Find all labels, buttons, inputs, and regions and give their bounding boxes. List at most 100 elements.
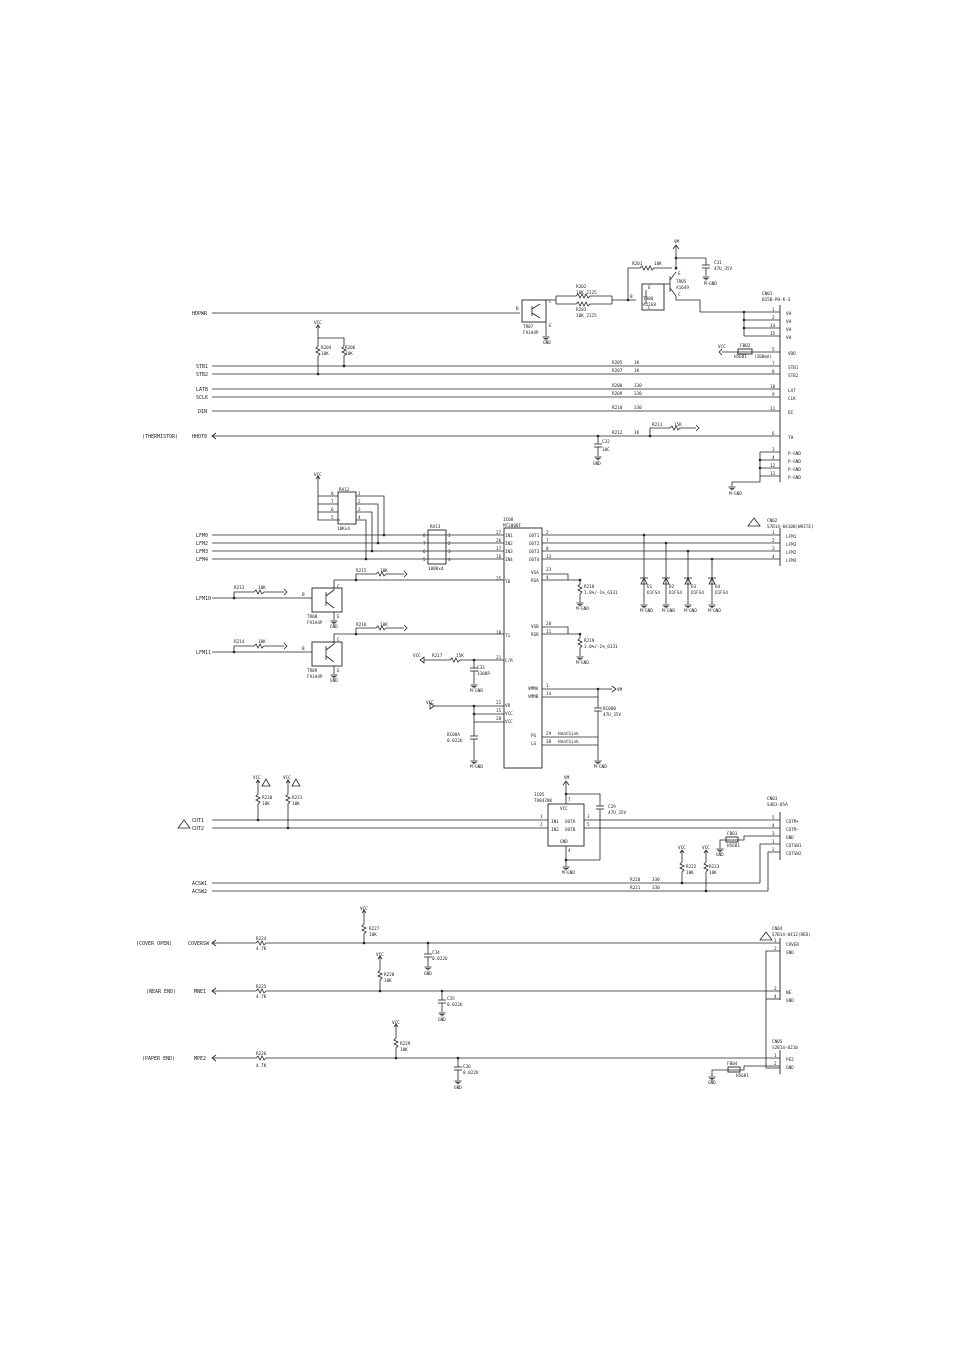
svg-text:GND: GND: [424, 971, 432, 977]
svg-text:4.7K: 4.7K: [256, 1063, 267, 1069]
svg-text:LFM3: LFM3: [786, 542, 797, 548]
svg-text:A1168: A1168: [643, 302, 656, 308]
tr06-transistor: [641, 283, 665, 311]
svg-text:2: 2: [358, 499, 361, 505]
svg-text:GND: GND: [560, 839, 568, 845]
svg-text:D3: D3: [691, 584, 697, 590]
svg-text:14: 14: [546, 691, 552, 697]
svg-text:CUT2: CUT2: [192, 826, 204, 832]
svg-text:28: 28: [496, 716, 502, 722]
svg-text:R225: R225: [256, 984, 267, 990]
svg-text:OUTA: OUTA: [565, 819, 576, 825]
svg-text:R209: R209: [612, 391, 623, 397]
svg-text:R213: R213: [234, 585, 245, 591]
head-power-section: HDPWR B TR07 FA1A4P C E GND R202 10K_212…: [142, 239, 801, 497]
svg-text:6: 6: [423, 549, 426, 555]
svg-text:RA13: RA13: [430, 524, 441, 530]
svg-text:RSB: RSB: [531, 632, 539, 638]
svg-text:C36: C36: [463, 1064, 471, 1070]
svg-text:(NEAR END): (NEAR END): [146, 989, 176, 995]
svg-text:21: 21: [496, 655, 502, 661]
svg-text:CUT1: CUT1: [192, 818, 204, 824]
svg-text:LFM1: LFM1: [786, 534, 797, 540]
svg-text:8: 8: [331, 491, 334, 497]
svg-text:VH: VH: [786, 311, 792, 317]
svg-text:VCC: VCC: [376, 952, 384, 958]
svg-text:2: 2: [540, 822, 543, 828]
svg-text:R215: R215: [356, 568, 367, 574]
svg-text:VCC: VCC: [314, 320, 322, 326]
svg-text:4.7K: 4.7K: [256, 994, 267, 1000]
svg-text:20: 20: [546, 621, 552, 627]
svg-text:D1FS4: D1FS4: [669, 590, 682, 596]
svg-text:C: C: [337, 637, 340, 643]
svg-text:R204: R204: [321, 345, 332, 351]
svg-text:CN05: CN05: [772, 1039, 783, 1045]
svg-text:R222: R222: [686, 864, 697, 870]
svg-text:P-GND: P-GND: [788, 451, 801, 457]
tr07-transistor: [521, 299, 547, 323]
svg-text:4: 4: [448, 557, 451, 563]
protection-diodes: D1 D1FS4 D2 D1FS4 D3 D1FS4 D4 D1FS4 M-GN…: [640, 533, 728, 614]
svg-text:25: 25: [496, 576, 502, 582]
svg-text:OUTB: OUTB: [565, 827, 576, 833]
svg-text:NE: NE: [786, 990, 792, 996]
svg-text:LFM2: LFM2: [786, 550, 797, 556]
svg-text:C29: C29: [608, 804, 616, 810]
svg-text:COVERSW: COVERSW: [188, 941, 210, 947]
svg-text:LFM3: LFM3: [196, 549, 208, 555]
svg-text:GND: GND: [786, 1065, 794, 1071]
svg-text:R208: R208: [612, 383, 623, 389]
svg-text:R201: R201: [632, 261, 643, 267]
svg-text:7: 7: [546, 538, 549, 544]
svg-text:4: 4: [358, 515, 361, 521]
svg-text:CUTSW2: CUTSW2: [786, 851, 802, 857]
svg-text:47U_35V: 47U_35V: [608, 810, 627, 816]
svg-text:VH: VH: [786, 319, 792, 325]
svg-text:CLK: CLK: [788, 396, 796, 402]
svg-text:3: 3: [448, 549, 451, 555]
svg-text:1: 1: [774, 938, 777, 944]
svg-text:100Kx4: 100Kx4: [428, 566, 444, 572]
svg-text:C34: C34: [432, 950, 440, 956]
svg-text:M-GND: M-GND: [729, 491, 742, 497]
svg-text:IN1: IN1: [505, 533, 513, 539]
svg-text:C: C: [549, 299, 552, 305]
svg-text:OUT3: OUT3: [529, 549, 540, 555]
svg-text:LFM4: LFM4: [196, 557, 208, 563]
svg-text:P-GND: P-GND: [788, 467, 801, 473]
svg-text:IN1: IN1: [551, 819, 559, 825]
svg-text:GND: GND: [708, 1080, 716, 1086]
svg-text:0.022U: 0.022U: [463, 1070, 479, 1076]
svg-text:S2B14-0210: S2B14-0210: [772, 1045, 798, 1051]
svg-text:11: 11: [546, 629, 552, 635]
svg-text:RA12: RA12: [339, 487, 350, 493]
svg-text:330: 330: [634, 383, 642, 389]
svg-text:R223: R223: [709, 864, 720, 870]
svg-text:R220: R220: [630, 877, 641, 883]
svg-text:LG: LG: [531, 741, 537, 747]
svg-text:13: 13: [770, 471, 776, 477]
svg-text:6: 6: [772, 431, 775, 437]
svg-text:GND: GND: [454, 1085, 462, 1091]
svg-text:30: 30: [546, 739, 552, 745]
svg-text:CUTSW1: CUTSW1: [786, 843, 802, 849]
svg-text:R226: R226: [256, 1051, 267, 1057]
svg-text:S4B3-05A: S4B3-05A: [767, 802, 788, 808]
svg-text:2: 2: [546, 530, 549, 536]
svg-text:5: 5: [423, 557, 426, 563]
svg-text:H5681: H5681: [727, 843, 740, 849]
svg-text:ACSW2: ACSW2: [192, 889, 207, 895]
svg-text:5: 5: [587, 822, 590, 828]
svg-text:R224: R224: [256, 936, 267, 942]
svg-text:TR06: TR06: [643, 296, 654, 302]
svg-text:VH: VH: [786, 335, 792, 341]
svg-text:VCC: VCC: [283, 775, 291, 781]
svg-text:E: E: [549, 323, 552, 329]
svg-text:B: B: [302, 592, 305, 598]
svg-text:C: C: [648, 305, 651, 311]
svg-text:GND: GND: [716, 852, 724, 858]
svg-text:IC05: IC05: [534, 792, 545, 798]
svg-text:PE2: PE2: [786, 1057, 794, 1063]
svg-text:47U_35V: 47U_35V: [603, 712, 622, 718]
